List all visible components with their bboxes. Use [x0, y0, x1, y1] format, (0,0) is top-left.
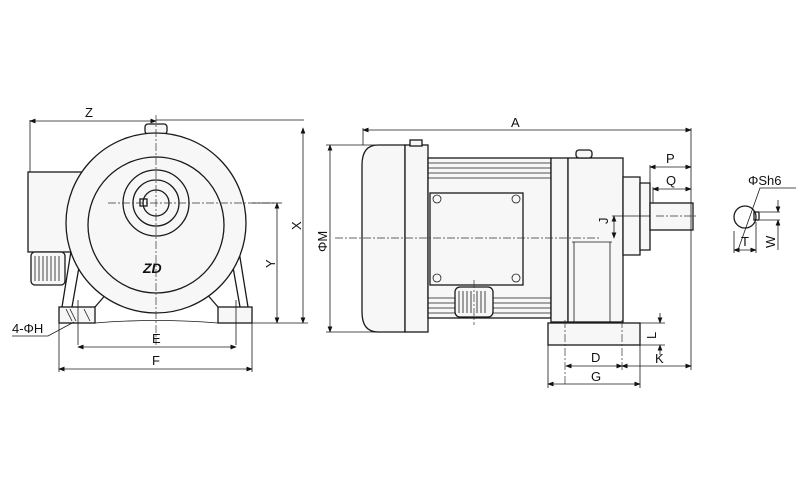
fan-cover	[361, 144, 406, 333]
dim-s-label: ΦSh6	[748, 173, 782, 188]
shaft-section: ΦSh6 T W	[733, 173, 796, 253]
dim-y-label: Y	[263, 259, 278, 268]
gearbox-foot	[547, 322, 641, 346]
dim-a-label: A	[511, 115, 520, 130]
terminal-box	[429, 192, 524, 286]
dim-l-label: L	[644, 332, 659, 339]
side-view: A ΦM P Q J L K D G	[315, 115, 697, 388]
dim-k-label: K	[655, 351, 664, 366]
dim-x-label: X	[289, 221, 304, 230]
dim-z-label: Z	[85, 105, 93, 120]
dim-g-label: G	[591, 369, 601, 384]
dim-q-label: Q	[666, 173, 676, 188]
terminal-box-screws	[432, 194, 521, 283]
dim-f-label: F	[152, 353, 160, 368]
motor-feet	[58, 244, 253, 324]
dim-p-label: P	[666, 151, 675, 166]
dim-m-label: ΦM	[315, 231, 330, 252]
dim-e-label: E	[152, 331, 161, 346]
dim-t-label: T	[741, 234, 749, 249]
hole-spec-label: 4-ΦH	[12, 321, 43, 336]
dim-w-label: W	[763, 235, 778, 248]
front-view: ZD Z X Y E F 4-ΦH	[12, 105, 308, 372]
dim-j-label: J	[596, 218, 611, 225]
cable-gland	[30, 251, 66, 286]
dim-d-label: D	[591, 350, 600, 365]
brand-logo: ZD	[142, 260, 162, 276]
output-shaft	[649, 202, 694, 231]
logo: ZD	[142, 260, 162, 276]
gearbox	[567, 157, 624, 323]
